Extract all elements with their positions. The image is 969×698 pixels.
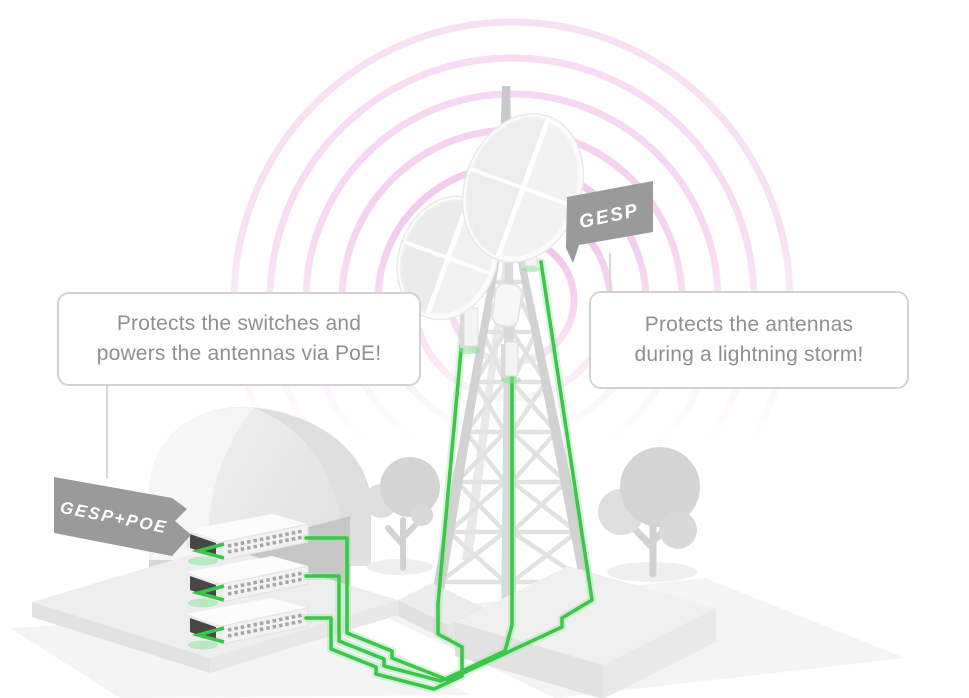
callout-left-line2: powers the antennas via PoE! bbox=[96, 342, 382, 365]
network-switch bbox=[186, 598, 309, 650]
poe-arrow-icon bbox=[191, 542, 225, 560]
network-switch bbox=[186, 556, 309, 608]
network-switch bbox=[186, 514, 309, 566]
flag-gesp: GESP bbox=[566, 181, 653, 263]
cable-to-left-leg bbox=[304, 271, 470, 691]
surge-protector-box bbox=[459, 307, 481, 354]
surge-protector-box bbox=[501, 341, 521, 384]
poe-arrow-icon bbox=[191, 626, 225, 644]
tower-base bbox=[398, 566, 716, 698]
network-switches bbox=[186, 514, 309, 650]
callout-left: Protects the switches and powers the ant… bbox=[57, 292, 421, 386]
callout-right-line2: during a lightning storm! bbox=[634, 343, 864, 366]
poe-arrow-icon bbox=[191, 584, 225, 602]
small-antenna-panel bbox=[491, 282, 523, 328]
antenna-dish-right bbox=[461, 113, 585, 263]
tree bbox=[598, 447, 700, 582]
callout-left-line1: Protects the switches and bbox=[116, 312, 362, 336]
poe-cables bbox=[302, 258, 596, 693]
callout-right: Protects the antennas during a lightning… bbox=[589, 291, 909, 389]
surge-protector-boxes bbox=[459, 235, 540, 384]
callout-right-line1: Protects the antennas bbox=[644, 313, 854, 337]
flag-gesp-poe: GESP+POE bbox=[54, 477, 191, 556]
cable-to-front-leg bbox=[304, 346, 514, 683]
tree bbox=[364, 457, 440, 575]
cable-to-right-leg bbox=[304, 260, 594, 682]
